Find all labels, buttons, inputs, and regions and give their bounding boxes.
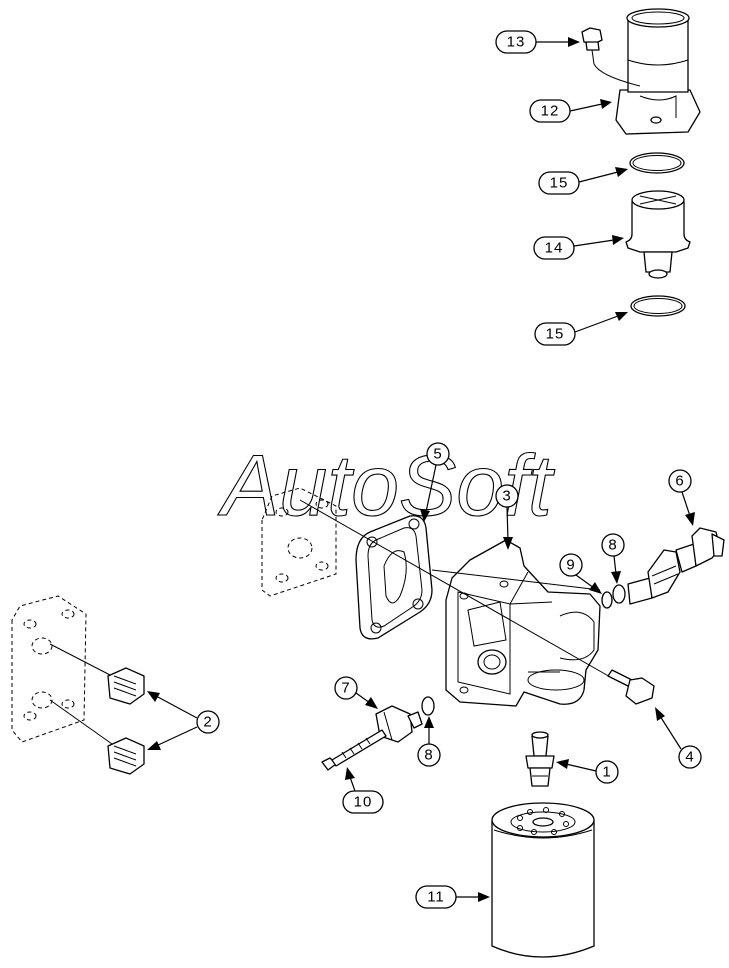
part-13-bolt [581, 27, 641, 87]
svg-text:13: 13 [507, 34, 526, 51]
part-3-filter-head [445, 539, 601, 707]
svg-text:12: 12 [541, 103, 560, 120]
engine-side-plate [11, 595, 113, 745]
callout-10: 10 [342, 767, 384, 814]
part-1-nipple-fitting [525, 731, 555, 787]
part-4-bolt [607, 669, 655, 705]
svg-text:6: 6 [675, 473, 684, 490]
callout-6: 6 [668, 469, 695, 526]
callout-15-top: 15 [538, 167, 628, 195]
assembly-axis-line-2 [431, 569, 601, 591]
part-2-plug-upper [107, 667, 145, 705]
part-15-seal-bottom [630, 295, 686, 317]
svg-text:11: 11 [427, 889, 445, 906]
svg-text:2: 2 [203, 714, 212, 731]
svg-text:15: 15 [550, 175, 569, 192]
callout-12: 12 [529, 99, 612, 123]
part-10-screw [321, 729, 387, 771]
svg-text:8: 8 [608, 537, 617, 554]
svg-text:14: 14 [545, 240, 564, 257]
svg-text:1: 1 [602, 764, 611, 781]
callout-5: 5 [420, 442, 450, 522]
callout-11: 11 [415, 885, 490, 909]
part-12-thermostat-housing [615, 8, 701, 135]
svg-text:3: 3 [502, 488, 511, 505]
svg-text:7: 7 [341, 680, 350, 697]
callout-9: 9 [559, 553, 602, 594]
callout-2: 2 [147, 691, 220, 750]
callout-8-bottom: 8 [417, 716, 441, 767]
part-5-gasket [355, 515, 433, 640]
part-8-o-ring-top [612, 584, 626, 604]
callout-15-bottom: 15 [534, 312, 628, 346]
engine-block-mount-face [261, 487, 337, 597]
svg-text:4: 4 [685, 749, 694, 766]
autosoft-watermark: AutoSoft [217, 438, 555, 534]
callout-7: 7 [334, 676, 378, 709]
part-2-plug-lower [107, 737, 145, 775]
svg-text:9: 9 [566, 557, 575, 574]
part-15-seal-top [629, 152, 685, 174]
callout-1: 1 [556, 759, 619, 784]
svg-text:10: 10 [354, 794, 373, 811]
callout-3: 3 [495, 484, 519, 550]
part-8-o-ring-bottom [421, 696, 435, 716]
svg-text:5: 5 [433, 446, 442, 463]
callout-8-top: 8 [601, 533, 625, 584]
svg-text:8: 8 [424, 747, 433, 764]
callout-13: 13 [495, 30, 580, 54]
callout-4: 4 [655, 707, 702, 769]
part-14-thermostat [625, 190, 691, 279]
part-9-o-ring [601, 591, 613, 609]
svg-text:15: 15 [546, 326, 565, 343]
assembly-axis-line [299, 499, 613, 679]
part-11-filter [491, 802, 595, 958]
part-6-sender-fitting [627, 527, 725, 605]
callout-14: 14 [533, 235, 624, 260]
